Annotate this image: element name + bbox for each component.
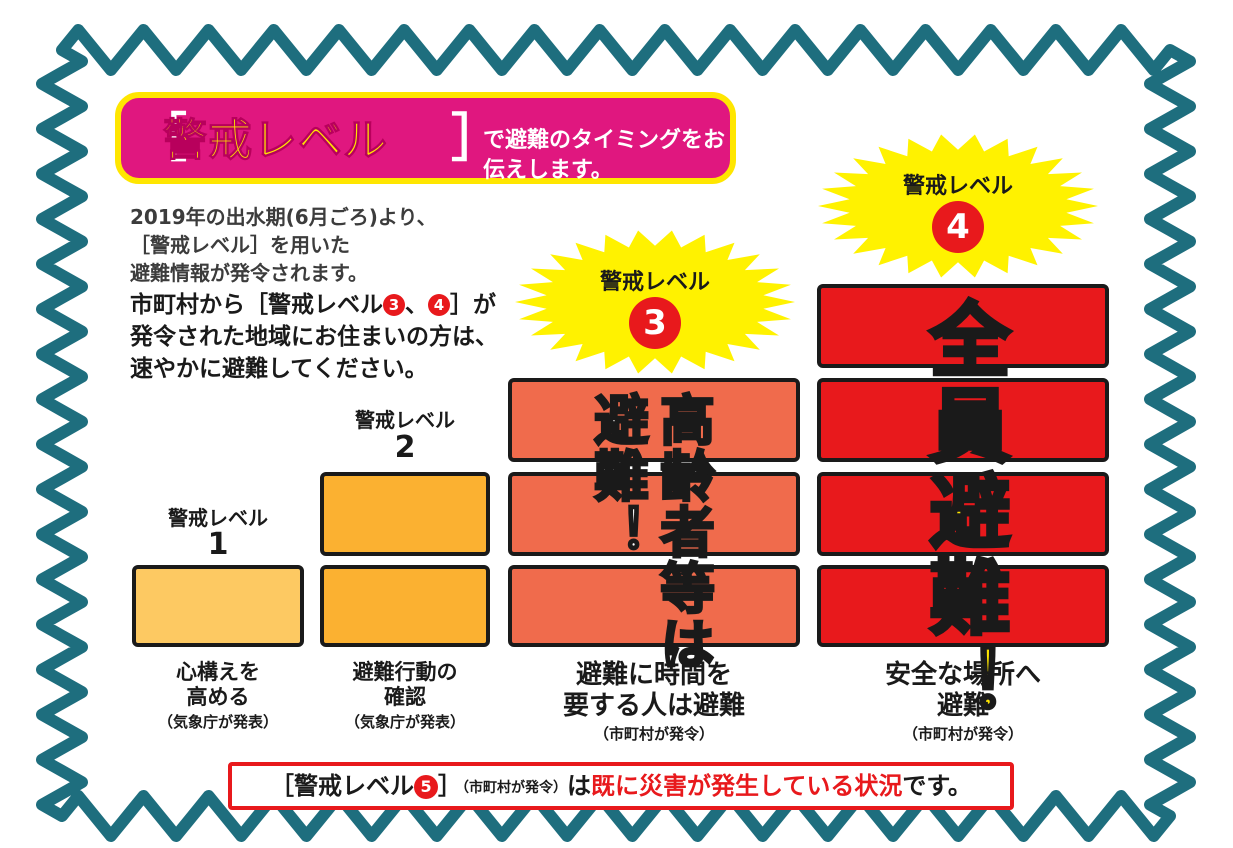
level1-caption-main: 心構えを 高める xyxy=(176,660,260,709)
level4-block-2 xyxy=(817,378,1109,462)
note-highlight: 既に災害が発生している状況 xyxy=(591,772,903,800)
intro-line-1: 2019年の出水期(6月ごろ)より、 xyxy=(130,205,437,229)
level2-caption: 避難行動の 確認 （気象庁が発表） xyxy=(306,660,504,732)
banner-bracket-open: ［ xyxy=(135,109,188,169)
level2-caption-main: 避難行動の 確認 xyxy=(352,660,458,709)
level1-block xyxy=(132,565,304,647)
level2-number: 2 xyxy=(394,430,416,465)
intro-line-4-b: ］が xyxy=(450,292,496,318)
note-part1: ［警戒レベル xyxy=(270,772,415,800)
intro-line-4-sep: 、 xyxy=(405,292,428,318)
level4-title: 警戒レベル xyxy=(902,174,1013,199)
level3-circle-icon: 3 xyxy=(383,294,405,316)
level4-slogan: 全員避難！ xyxy=(915,296,1012,730)
level3-block-1 xyxy=(508,378,800,462)
level1-number: 1 xyxy=(207,527,229,562)
level4-block-1 xyxy=(817,284,1109,368)
level4-block-4 xyxy=(817,565,1109,647)
level3-slogan-a: 高齢者等は xyxy=(650,391,716,674)
level2-caption-sub: （気象庁が発表） xyxy=(344,713,465,731)
level3-block-2 xyxy=(508,472,800,556)
intro-line-5: 発令された地域にお住まいの方は、 xyxy=(130,324,498,350)
level4-number: 4 xyxy=(932,201,984,253)
level1-caption-sub: （気象庁が発表） xyxy=(157,713,278,731)
level3-slogan-b: 避難！ xyxy=(584,391,650,562)
level1-title: 警戒レベル xyxy=(168,506,268,530)
intro-line-2: ［警戒レベル］を用いた xyxy=(130,233,350,257)
level3-caption: 避難に時間を 要する人は避難 （市町村が発令） xyxy=(500,660,808,744)
level3-caption-main: 避難に時間を 要する人は避難 xyxy=(562,660,745,721)
note-part3: は xyxy=(567,772,592,800)
banner-bracket-close: ］ xyxy=(451,109,504,169)
level3-caption-sub: （市町村が発令） xyxy=(593,725,714,743)
level5-circle-icon: 5 xyxy=(414,775,439,799)
intro-line-3: 避難情報が発令されます。 xyxy=(130,261,368,285)
banner-keyword: 警戒レベル xyxy=(163,115,388,167)
level3-number: 3 xyxy=(629,297,681,349)
note-part4: です。 xyxy=(902,772,972,800)
level4-caption: 安全な場所へ 避難 （市町村が発令） xyxy=(812,660,1114,744)
level4-caption-sub: （市町村が発令） xyxy=(902,725,1023,743)
level4-circle-icon: 4 xyxy=(428,294,450,316)
note-part2: ］ xyxy=(438,772,463,800)
intro-line-6: 速やかに避難してください。 xyxy=(130,356,428,382)
level4-block-3 xyxy=(817,472,1109,556)
level2-title: 警戒レベル xyxy=(355,408,455,432)
level3-title: 警戒レベル xyxy=(599,270,710,295)
title-banner: ［ 警戒レベル ］ で避難のタイミングをお伝えします。 xyxy=(115,92,736,184)
level1-caption: 心構えを 高める （気象庁が発表） xyxy=(120,660,316,732)
level4-caption-main: 安全な場所へ 避難 xyxy=(884,660,1041,721)
intro-line-4-a: 市町村から［警戒レベル xyxy=(130,292,383,318)
level2-block-top xyxy=(320,472,490,556)
level3-block-3 xyxy=(508,565,800,647)
level2-block-bottom xyxy=(320,565,490,647)
note-issuer: （市町村が発令） xyxy=(462,780,568,796)
banner-subtitle: で避難のタイミングをお伝えします。 xyxy=(483,128,726,183)
